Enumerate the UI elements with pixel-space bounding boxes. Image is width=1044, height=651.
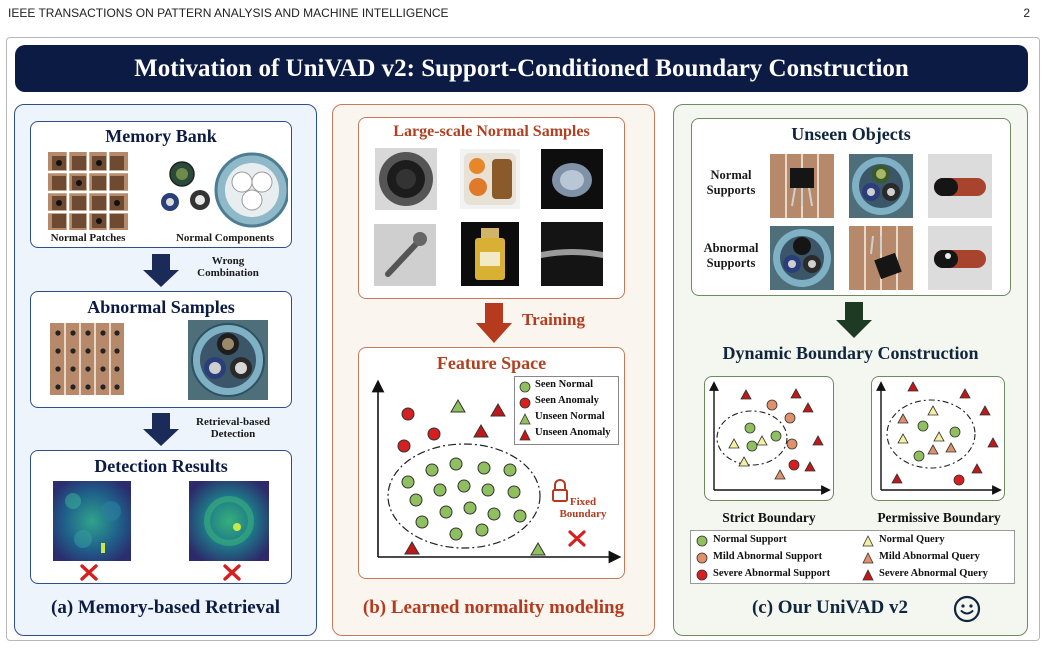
arrow2-label-line2: Detection [210, 428, 256, 440]
strict-label: Strict Boundary [722, 510, 816, 525]
caption-a: (a) Memory-based Retrieval [51, 597, 280, 618]
feature-space-legend: Seen Normal Seen Anomaly Unseen Normal U… [514, 376, 619, 445]
legend-markers [519, 381, 531, 441]
page-number: 2 [1023, 6, 1030, 20]
normal-components-image [161, 152, 288, 228]
down-arrow-icon [476, 303, 512, 343]
feature-space-plot [371, 379, 622, 564]
strict-boundary-box [704, 376, 834, 501]
lock-icon [552, 479, 568, 502]
abnormal-transistor-support-image [849, 226, 913, 290]
legend-seen-anomaly: Seen Anomaly [535, 395, 599, 406]
normal-supports-line1: Normal [710, 168, 752, 182]
arrow1-label-line1: Wrong [211, 255, 245, 267]
legend-severe-abnormal-query: Severe Abnormal Query [879, 568, 988, 579]
normal-patches-label: Normal Patches [50, 232, 126, 244]
banner-title: Motivation of UniVAD v2: Support-Conditi… [134, 54, 909, 82]
abnormal-cable-support-image [770, 226, 834, 290]
legend-mild-abnormal-support: Mild Abnormal Support [713, 551, 823, 562]
sample-brain-image [541, 149, 603, 209]
abnormal-cable-image [188, 320, 268, 400]
abnormal-supports-line1: Abnormal [703, 241, 759, 255]
figure-banner: Motivation of UniVAD v2: Support-Conditi… [15, 45, 1028, 92]
abnormal-samples-title: Abnormal Samples [87, 297, 235, 317]
down-arrow-icon [836, 302, 872, 338]
normal-capsule-image [928, 154, 992, 218]
legend-normal-query: Normal Query [879, 534, 945, 545]
legend-unseen-normal: Unseen Normal [535, 411, 605, 422]
sample-oct-image [541, 222, 603, 286]
dynamic-title: Dynamic Boundary Construction [722, 343, 979, 363]
detection-results-title: Detection Results [94, 456, 228, 476]
strict-boundary-plot [709, 381, 831, 495]
permissive-label: Permissive Boundary [877, 510, 1001, 525]
legend-seen-normal: Seen Normal [535, 379, 594, 390]
abnormal-supports-line2: Supports [706, 256, 756, 270]
cross-icon [80, 564, 98, 581]
abnormal-transistor-image [50, 323, 124, 395]
legend-support-markers [696, 535, 708, 581]
sample-screw-image [374, 224, 436, 286]
cross-icon [568, 530, 586, 547]
permissive-boundary-plot [876, 381, 1002, 495]
sample-bottle-image [375, 148, 437, 210]
arrow1-label-line2: Combination [197, 267, 259, 279]
caption-c: (c) Our UniVAD v2 [751, 597, 909, 618]
legend-mild-abnormal-query: Mild Abnormal Query [879, 551, 980, 562]
down-arrow-icon [143, 254, 179, 287]
legend-unseen-anomaly: Unseen Anomaly [535, 427, 611, 438]
smiley-icon [953, 595, 981, 623]
fixed-boundary-line2: Boundary [559, 508, 607, 520]
samples-title: Large-scale Normal Samples [393, 123, 590, 140]
boundary-legend: Normal Support Normal Query Mild Abnorma… [690, 530, 1015, 584]
sample-food-image [460, 149, 520, 209]
training-label: Training [522, 310, 585, 329]
detection-heatmap-2 [189, 481, 269, 561]
normal-transistor-image [770, 154, 834, 218]
memory-bank-title: Memory Bank [105, 126, 217, 146]
sample-bottle-yellow-image [461, 222, 519, 286]
normal-supports-line2: Supports [706, 183, 756, 197]
figure-frame [6, 37, 1040, 641]
legend-query-markers [862, 535, 874, 581]
cross-icon [223, 564, 241, 581]
normal-cable-image [849, 154, 913, 218]
unseen-title: Unseen Objects [791, 124, 911, 144]
fixed-boundary-line1: Fixed [569, 496, 597, 508]
detection-heatmap-1 [53, 481, 131, 561]
abnormal-capsule-image [928, 226, 992, 290]
legend-severe-abnormal-support: Severe Abnormal Support [713, 568, 831, 579]
down-arrow-icon [143, 413, 179, 446]
normal-patches-image [48, 152, 128, 230]
normal-components-label: Normal Components [175, 232, 275, 244]
legend-normal-support: Normal Support [713, 534, 787, 545]
running-title: IEEE TRANSACTIONS ON PATTERN ANALYSIS AN… [8, 6, 449, 20]
feature-space-title: Feature Space [436, 353, 547, 373]
arrow2-label-line1: Retrieval-based [196, 416, 270, 428]
caption-b: (b) Learned normality modeling [362, 597, 625, 618]
